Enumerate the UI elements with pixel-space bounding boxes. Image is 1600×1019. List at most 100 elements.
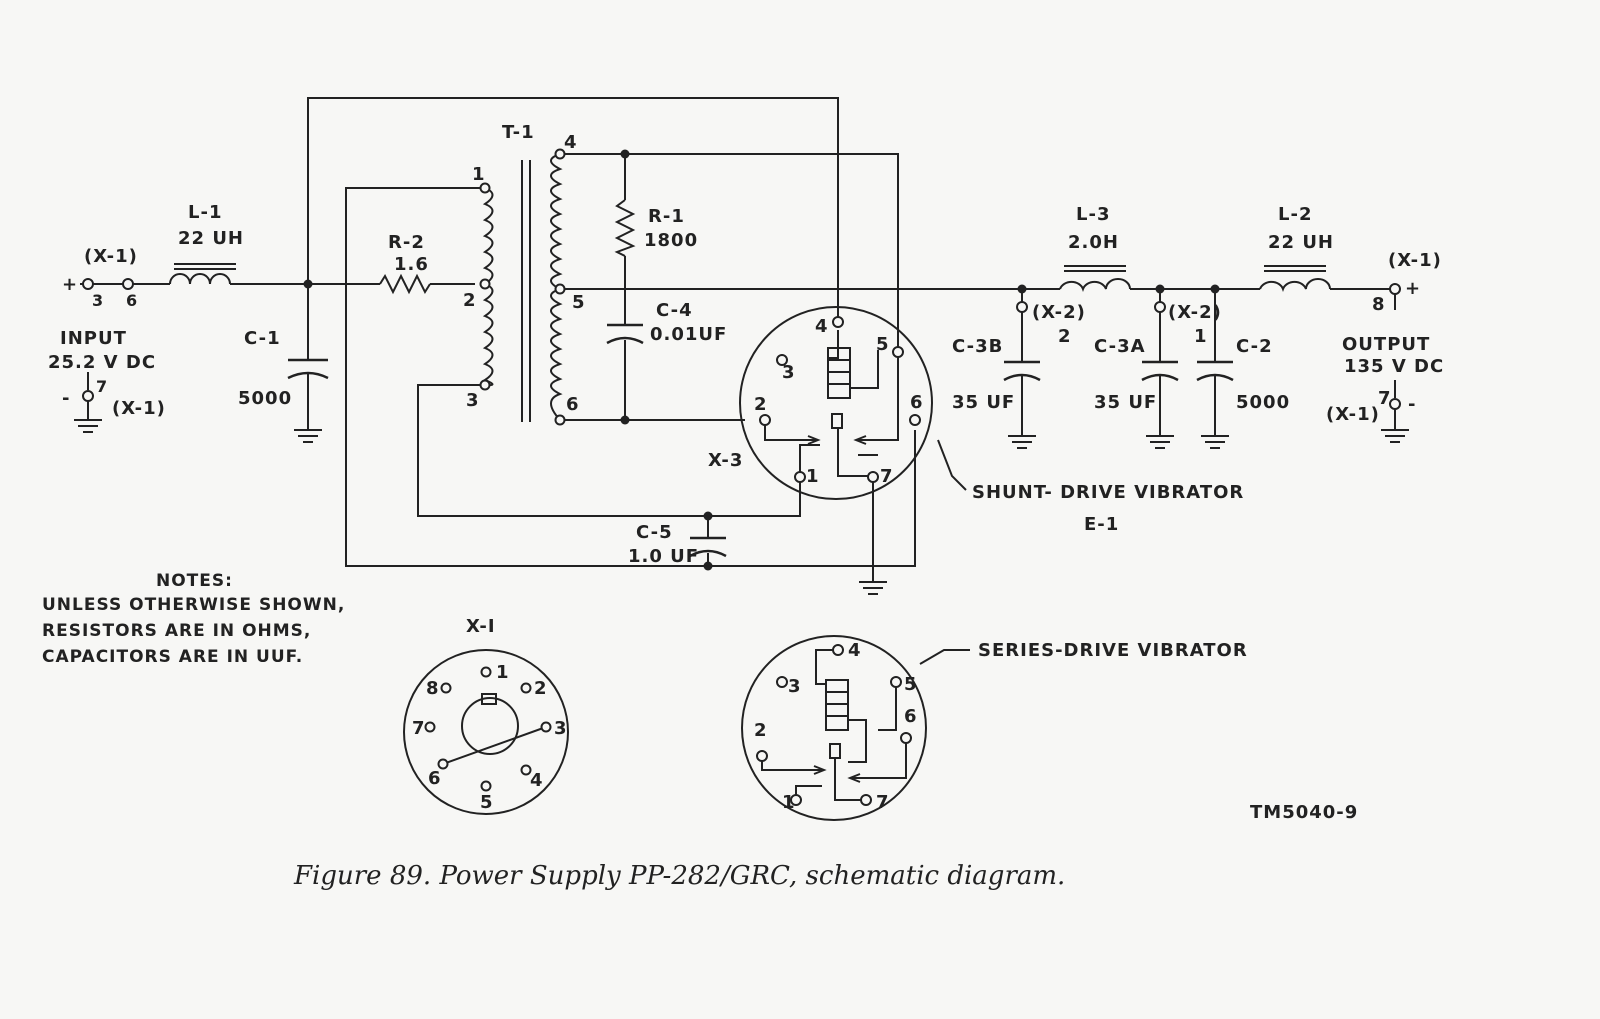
series-pin-4 [832,644,844,656]
series-vibrator-diagram [741,635,927,821]
t1-ref: T-1 [502,122,535,143]
c1-ref: C-1 [244,328,281,349]
input-minus-sign: - [62,388,70,409]
notes-line-2: RESISTORS ARE IN OHMS, [42,621,311,641]
input-pin-7-label: 7 [96,377,107,396]
l2-ref: L-2 [1278,204,1312,225]
x1-pin-8-label: 8 [426,678,440,699]
x1-pin-4-label: 4 [530,770,544,791]
series-pin-6 [900,732,912,744]
x3-pin-5 [892,346,904,358]
x1-pin-6 [437,758,449,770]
c2-ref: C-2 [1236,336,1273,357]
notes-line-1: UNLESS OTHERWISE SHOWN, [42,595,345,615]
e1-label: E-1 [1084,514,1119,535]
x3-pin-4-label: 4 [815,316,829,337]
x3-pin-1-label: 1 [806,466,820,487]
notes-title: NOTES: [156,571,233,591]
t1-pin-3-label: 3 [466,390,480,411]
series-pin-3-label: 3 [788,676,802,697]
x3-pin-3 [776,354,788,366]
series-pin-7 [860,794,872,806]
c3a-socket-terminal [1154,301,1166,313]
series-drive-label: SERIES-DRIVE VIBRATOR [978,640,1248,661]
x3-pin-1 [794,471,806,483]
l3-inductor [1059,265,1131,292]
x3-pin-7-label: 7 [880,466,894,487]
x3-pin-4 [832,316,844,328]
x1-pin-1 [480,666,492,678]
c3b-ref: C-3B [952,336,1003,357]
x1-pin-7-label: 7 [412,718,426,739]
c3b-socket-label: (X-2) [1032,302,1086,323]
series-pin-7-label: 7 [876,792,890,813]
l1-ref: L-1 [188,202,222,223]
series-leader-line [919,649,970,665]
c5-capacitor [689,536,727,558]
input-pin-6-label: 6 [126,291,137,310]
x3-pin-7 [867,471,879,483]
r2-resistor [379,273,431,295]
output-ground-icon [1381,429,1409,443]
t1-transformer [482,153,563,422]
c3a-value: 35 UF [1094,392,1157,413]
r1-value: 1800 [644,230,698,251]
c3b-ground-icon [1008,435,1036,449]
input-socket-label: (X-1) [84,246,138,267]
series-pin-4-label: 4 [848,640,862,661]
t1-pin-6-label: 6 [566,394,580,415]
series-pin-2 [756,750,768,762]
x1-socket-diagram [403,649,569,815]
input-plus-sign: + [62,274,78,295]
notes-line-3: CAPACITORS ARE IN UUF. [42,647,303,667]
c3b-socket-pin: 2 [1058,326,1072,347]
c4-value: 0.01UF [650,324,727,345]
output-plus-sign: + [1405,278,1421,299]
x1-pin-8 [440,682,452,694]
series-pin-5 [890,676,902,688]
output-label: OUTPUT [1342,334,1430,355]
c5-ref: C-5 [636,522,673,543]
t1-pin-2-label: 2 [463,290,477,311]
l1-value: 22 UH [178,228,244,249]
series-pin-1-label: 1 [782,792,796,813]
c5-value: 1.0 UF [628,546,699,567]
t1-pin-4-label: 4 [564,132,578,153]
c3a-ref: C-3A [1094,336,1146,357]
output-pin-8-label: 8 [1372,294,1386,315]
x3-ref: X-3 [708,450,743,471]
series-pin-5-label: 5 [904,674,918,695]
x3-ground-icon [859,581,887,595]
x1-pin-5 [480,780,492,792]
x1-pin-2 [520,682,532,694]
c3b-capacitor [1003,360,1041,436]
c1-value: 5000 [238,388,292,409]
x1-pin-2-label: 2 [534,678,548,699]
c2-ground-icon [1201,435,1229,449]
input-pin-6-terminal [122,278,134,290]
c2-capacitor [1196,360,1234,436]
series-pin-1 [790,794,802,806]
x3-pin-3-label: 3 [782,362,796,383]
t1-pin-4 [554,148,566,160]
input-pin-7-terminal [82,390,94,402]
t1-pin-6 [554,414,566,426]
series-pin-6-label: 6 [904,706,918,727]
l3-ref: L-3 [1076,204,1110,225]
r1-resistor [614,199,636,257]
output-minus-sign: - [1408,394,1416,415]
x3-pin-5-label: 5 [876,334,890,355]
shunt-leader-line [937,439,967,491]
x1-pin-4 [520,764,532,776]
figure-caption: Figure 89. Power Supply PP-282/GRC, sche… [293,861,1065,891]
input-pin-3-label: 3 [92,291,103,310]
output-neg-socket-label: (X-1) [1326,404,1380,425]
c3a-socket-label: (X-2) [1168,302,1222,323]
c4-capacitor [606,323,644,345]
x3-pin-2-label: 2 [754,394,768,415]
c3a-socket-pin: 1 [1194,326,1208,347]
x3-pin-2 [759,414,771,426]
l3-value: 2.0H [1068,232,1119,253]
input-ground-icon [74,419,102,433]
